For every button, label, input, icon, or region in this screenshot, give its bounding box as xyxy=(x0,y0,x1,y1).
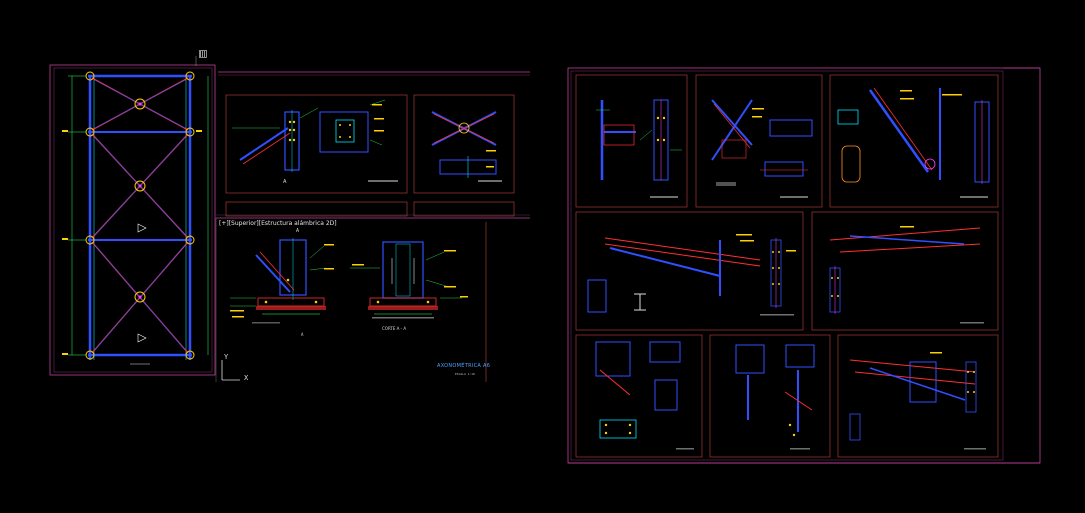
section-label: CORTE A - A xyxy=(382,326,407,331)
grip-icon[interactable] xyxy=(199,50,207,58)
left-bracing-frame xyxy=(49,64,216,376)
middle-upper-sheet: A xyxy=(218,71,530,217)
right-details-sheet xyxy=(567,67,1041,464)
main-viewport: A A xyxy=(215,214,530,382)
ucs-x-label: X xyxy=(244,374,249,382)
ucs-y-label: Y xyxy=(224,353,229,361)
viewport-controls-label[interactable]: [+][Superior][Estructura alámbrica 2D] xyxy=(219,220,337,227)
svg-text:A: A xyxy=(283,179,287,185)
iso-view-subtitle: ESCALA 1:10 xyxy=(455,372,475,376)
iso-view-title: AXONOMÉTRICA A6 xyxy=(437,363,491,369)
svg-text:A: A xyxy=(296,228,299,234)
ucs-axis-icon xyxy=(221,360,240,381)
svg-text:A: A xyxy=(301,332,304,337)
